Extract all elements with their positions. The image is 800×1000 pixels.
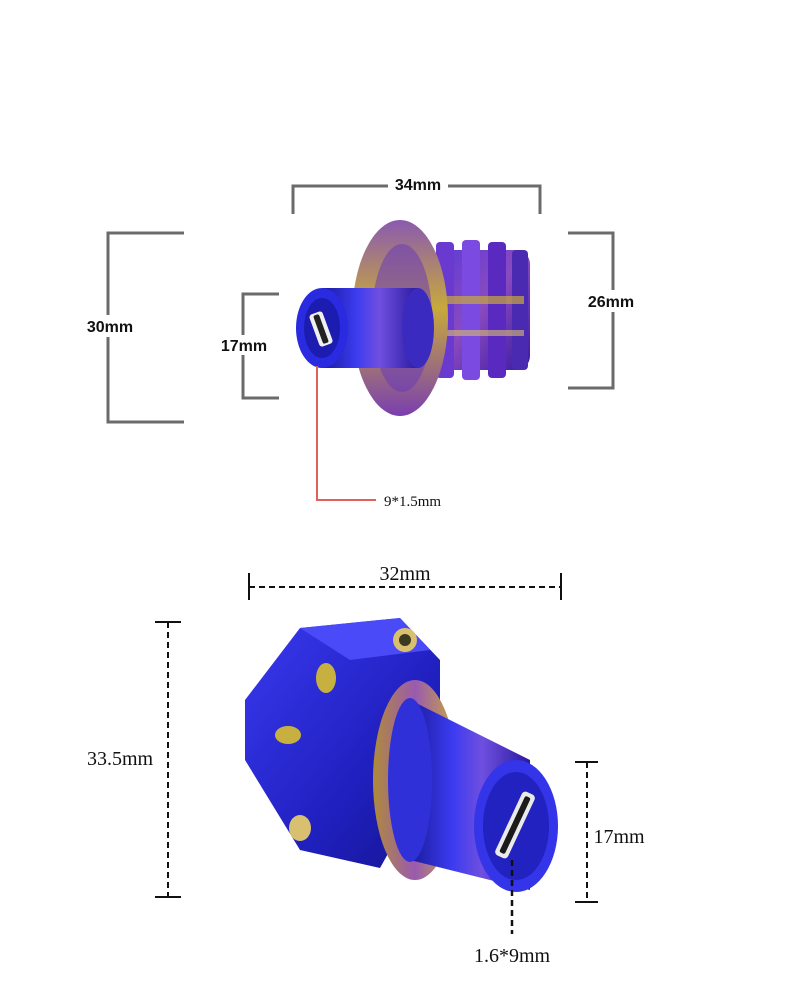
bottom-height-dimension: 33.5mm — [80, 621, 181, 898]
top-product-view: 34mm 30mm 17mm 26mm 9*1.5mm — [82, 174, 641, 510]
bottom-slot-leader: 1.6*9mm — [474, 860, 551, 967]
top-outer-height-dimension: 30mm — [82, 231, 184, 424]
bottom-cylinder-height-label: 17mm — [593, 826, 645, 848]
top-right-height-label: 26mm — [588, 294, 634, 311]
top-right-height-dimension: 26mm — [568, 231, 641, 390]
top-slot-leader: 9*1.5mm — [316, 366, 441, 510]
bottom-product-view: 32mm 33.5mm 17mm 1.6*9mm — [80, 563, 652, 967]
top-cylinder — [296, 288, 434, 368]
top-outer-height-label: 30mm — [87, 319, 133, 336]
bottom-width-dimension: 32mm — [248, 563, 562, 600]
bottom-width-label: 32mm — [379, 563, 431, 585]
bottom-cylinder — [388, 698, 558, 892]
bottom-height-label: 33.5mm — [87, 748, 154, 770]
bottom-slot-label: 1.6*9mm — [474, 945, 551, 967]
bottom-cylinder-height-dimension: 17mm — [575, 761, 652, 903]
top-width-dimension: 34mm — [291, 174, 542, 214]
top-inner-height-dimension: 17mm — [220, 292, 279, 400]
top-inner-height-label: 17mm — [221, 338, 267, 355]
top-slot-label: 9*1.5mm — [384, 494, 441, 510]
top-width-label: 34mm — [395, 177, 441, 194]
